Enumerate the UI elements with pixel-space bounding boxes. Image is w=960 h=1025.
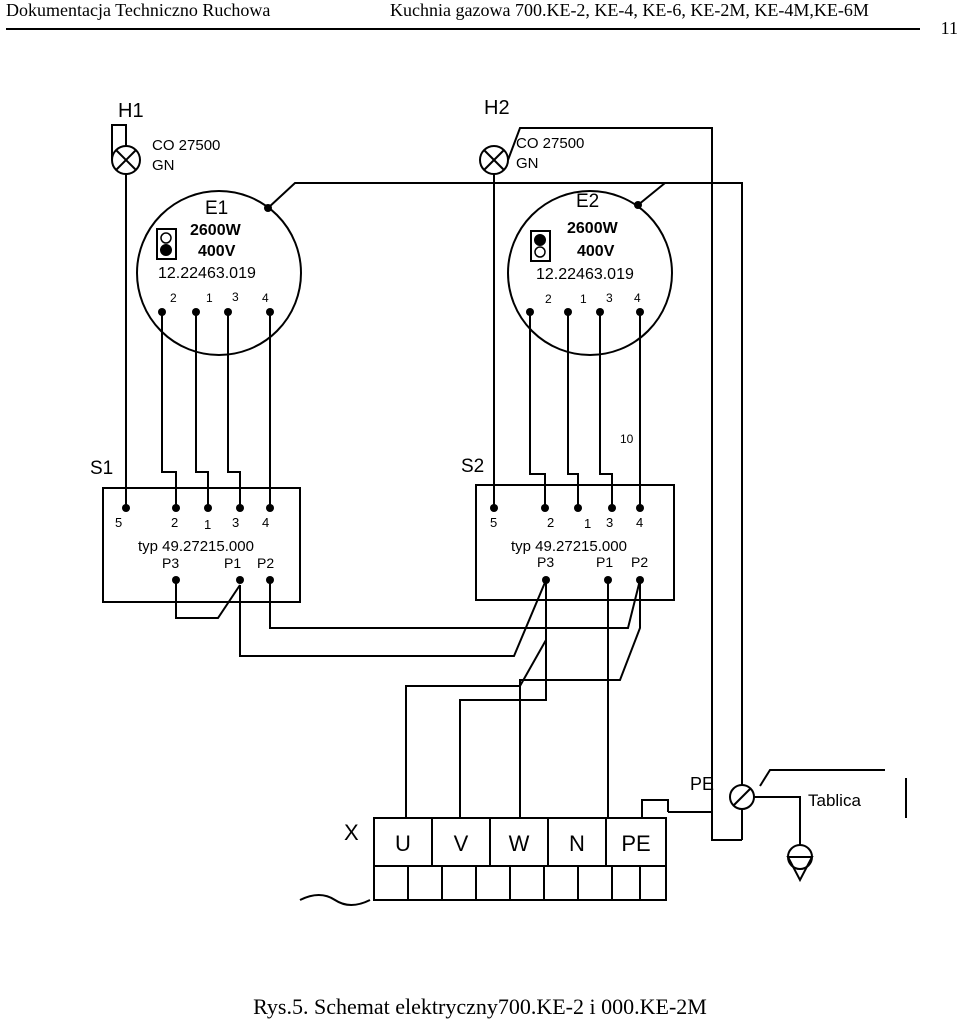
terminal-label: N — [569, 831, 585, 856]
switch-s1-terminal: 4 — [262, 515, 269, 530]
wire-e1-e2-earth — [267, 182, 743, 785]
wire-panel — [759, 769, 885, 787]
hotplate-e2-power: 2600W — [567, 220, 619, 237]
hotplate-e1-outline — [136, 190, 302, 356]
indicator-lamp-h2-icon — [479, 145, 509, 175]
switch-s1-output: P2 — [257, 555, 274, 571]
hotplate-e2-voltage: 400V — [577, 243, 615, 260]
indicator-lamp-h1-icon — [111, 145, 141, 175]
header-rule — [6, 28, 920, 30]
switch-s1-type: typ 49.27215.000 — [138, 538, 254, 555]
supply-cable-icon — [299, 894, 371, 906]
figure-caption: Rys.5. Schemat elektryczny700.KE-2 i 000… — [253, 994, 707, 1019]
hotplate-e1-power: 2600W — [190, 222, 242, 239]
terminal-block-label: X — [344, 820, 359, 845]
switch-s1-terminal: 3 — [232, 515, 239, 530]
hotplate-e1-indicator — [156, 228, 177, 260]
switch-s2-terminal: 1 — [584, 516, 591, 531]
switch-s1-box — [102, 487, 301, 603]
lamp-h1-code: GN — [152, 157, 175, 174]
lamp-h2-model: CO 27500 — [516, 135, 584, 152]
wire-number-label: 10 — [620, 432, 634, 446]
wiring-diagram: H1 CO 27500 GN H2 CO 27500 GN E1 2600W 4… — [90, 97, 907, 906]
lamp-h2-label: H2 — [484, 97, 510, 119]
hotplate-e2-terminal: 2 — [545, 292, 552, 306]
hotplate-e1-terminal: 2 — [170, 291, 177, 305]
hotplate-e1-terminal: 1 — [206, 291, 213, 305]
switch-s2-output: P3 — [537, 554, 554, 570]
switch-s1-terminal: 2 — [171, 515, 178, 530]
switch-s1-terminal: 5 — [115, 515, 122, 530]
pe-label: PE — [690, 774, 714, 794]
switch-s1-label: S1 — [90, 458, 113, 479]
switch-s2-label: S2 — [461, 456, 484, 477]
earth-terminal-icon — [729, 784, 755, 810]
page-number: 11 — [940, 18, 958, 38]
wire-s1-p3-p1 — [175, 580, 241, 619]
terminal-label: U — [395, 831, 411, 856]
hotplate-e2-terminal: 1 — [580, 292, 587, 306]
hotplate-e1-part: 12.22463.019 — [158, 265, 256, 282]
switch-s1-output: P3 — [162, 555, 179, 571]
switch-s2-terminal: 2 — [547, 515, 554, 530]
terminal-label: V — [454, 831, 469, 856]
header-product-title: Kuchnia gazowa 700.KE-2, KE-4, KE-6, KE-… — [390, 0, 869, 20]
switch-s2-output: P2 — [631, 554, 648, 570]
hotplate-e1-label: E1 — [205, 198, 228, 219]
hotplate-e1-terminal: 4 — [262, 291, 269, 305]
lamp-h2-code: GN — [516, 155, 539, 172]
ground-symbol-icon — [786, 844, 814, 883]
wire-s1-p2-s2-p2 — [269, 579, 641, 629]
lamp-h1-label: H1 — [118, 100, 144, 122]
hotplate-e2-outline — [507, 190, 673, 356]
terminal-label: W — [509, 831, 530, 856]
hotplate-e1-voltage: 400V — [198, 243, 236, 260]
hotplate-e1-terminal: 3 — [232, 290, 239, 304]
hotplate-e2-part: 12.22463.019 — [536, 266, 634, 283]
hotplate-e2-indicator — [530, 230, 551, 262]
hotplate-e2-label: E2 — [576, 191, 599, 212]
lamp-h1-model: CO 27500 — [152, 137, 220, 154]
switch-s2-terminal: 5 — [490, 515, 497, 530]
header-document-title: Dokumentacja Techniczno Ruchowa — [6, 0, 271, 20]
terminal-label: PE — [621, 831, 650, 856]
switch-s2-type: typ 49.27215.000 — [511, 538, 627, 555]
hotplate-e2-terminal: 4 — [634, 291, 641, 305]
panel-label: Tablica — [808, 791, 861, 810]
switch-s1-terminal: 1 — [204, 517, 211, 532]
switch-s2-terminal: 4 — [636, 515, 643, 530]
wire-s1-p1-s2-p3 — [239, 579, 547, 657]
wire-h2-to-pe — [507, 127, 713, 813]
switch-s1-output: P1 — [224, 555, 241, 571]
switch-s2-terminal: 3 — [606, 515, 613, 530]
switch-s2-box — [475, 484, 675, 601]
wire-h1-top — [111, 124, 127, 160]
switch-s2-output: P1 — [596, 554, 613, 570]
hotplate-e2-terminal: 3 — [606, 291, 613, 305]
